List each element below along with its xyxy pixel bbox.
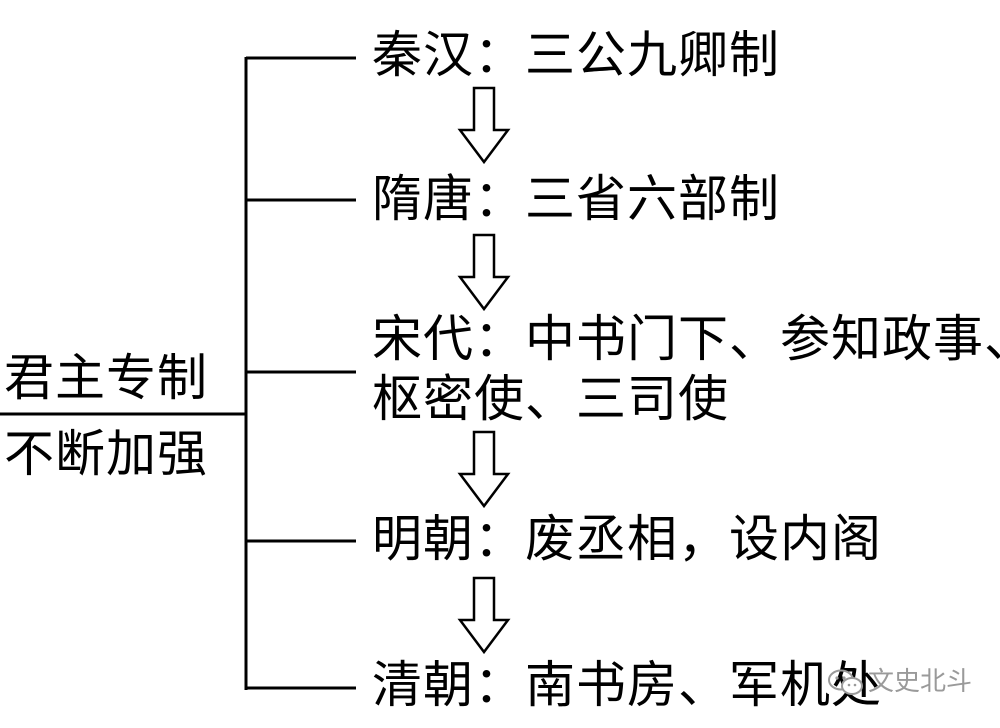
down-arrow-icon xyxy=(457,576,511,655)
stage-song-continued: 枢密使、三司使 xyxy=(372,370,729,428)
watermark-text: 文史北斗 xyxy=(868,667,973,697)
stage-qing: 清朝：南书房、军机处 xyxy=(372,656,882,714)
wechat-icon xyxy=(828,669,863,695)
stage-song: 宋代：中书门下、参知政事、 xyxy=(372,310,1000,368)
stage-ming: 明朝：废丞相，设内阁 xyxy=(372,510,882,568)
stage-sui-tang: 隋唐：三省六部制 xyxy=(372,170,780,228)
topic-line-2: 不断加强 xyxy=(4,425,208,483)
down-arrow-icon xyxy=(457,86,511,165)
down-arrow-icon xyxy=(457,233,511,312)
stage-qin-han: 秦汉：三公九卿制 xyxy=(372,26,780,84)
topic-line-1: 君主专制 xyxy=(4,349,208,407)
down-arrow-icon xyxy=(457,430,511,509)
